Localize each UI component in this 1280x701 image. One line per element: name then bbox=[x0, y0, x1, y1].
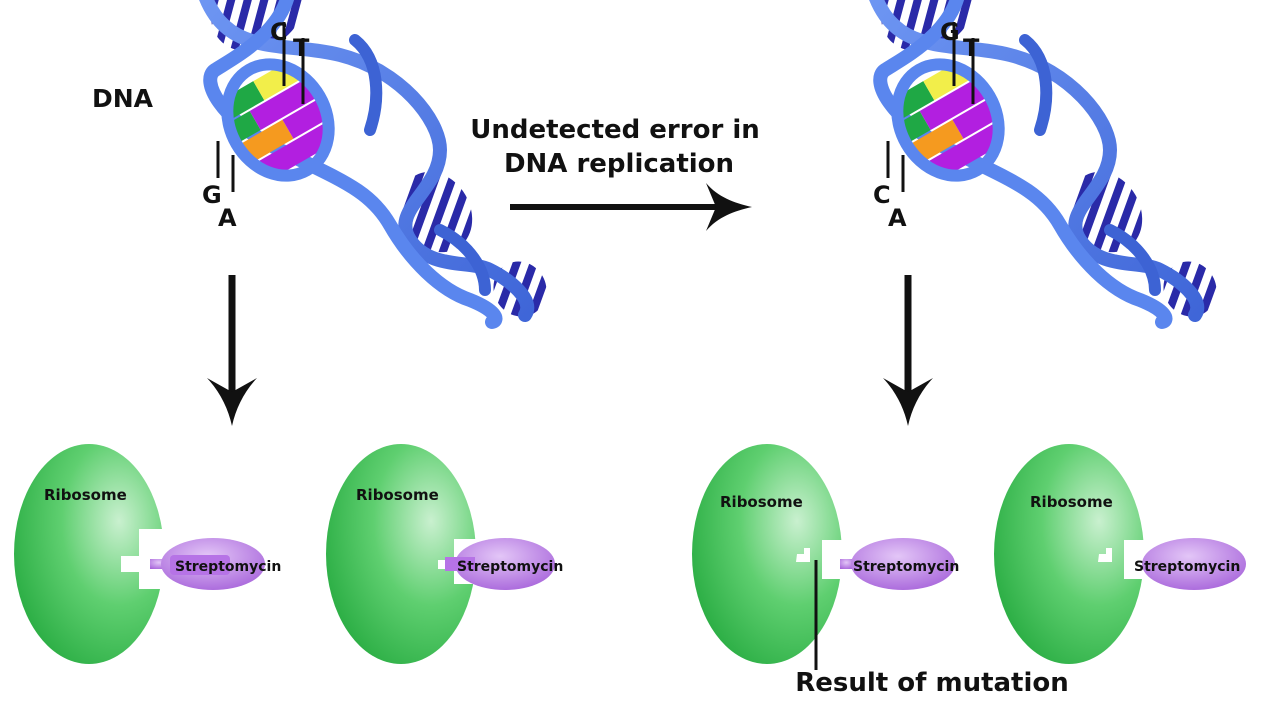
streptomycin-label: Streptomycin bbox=[457, 559, 563, 575]
ribosome-2: Ribosome bbox=[326, 444, 501, 664]
streptomycin-1: Streptomycin bbox=[150, 538, 281, 590]
replication-arrow bbox=[510, 183, 752, 231]
base-label-a: A bbox=[888, 204, 907, 232]
error-caption-line1: Undetected error in bbox=[470, 115, 760, 145]
base-label-a: A bbox=[218, 204, 237, 232]
ribosome-1: Ribosome bbox=[14, 444, 189, 664]
down-arrow-left bbox=[207, 275, 257, 426]
ribosome-label: Ribosome bbox=[44, 486, 127, 504]
streptomycin-label: Streptomycin bbox=[853, 559, 959, 575]
ribosome-label: Ribosome bbox=[1030, 493, 1113, 511]
down-arrow-right bbox=[883, 275, 933, 426]
dna-label: DNA bbox=[92, 84, 154, 113]
error-caption-line2: DNA replication bbox=[504, 149, 734, 179]
dna-helix-original: C T G A bbox=[191, 0, 556, 326]
ribosome-label: Ribosome bbox=[720, 493, 803, 511]
base-label-c: C bbox=[270, 18, 288, 46]
base-label-t: T bbox=[963, 34, 980, 62]
base-label-t: T bbox=[293, 34, 310, 62]
ribosome-label: Ribosome bbox=[356, 486, 439, 504]
ribosome-3: Ribosome bbox=[692, 444, 867, 664]
streptomycin-label: Streptomycin bbox=[175, 559, 281, 575]
mutation-caption: Result of mutation bbox=[795, 668, 1069, 698]
ribosome-4: Ribosome bbox=[994, 444, 1169, 664]
streptomycin-3: Streptomycin bbox=[840, 538, 959, 590]
base-label-c: C bbox=[873, 181, 891, 209]
streptomycin-label: Streptomycin bbox=[1134, 559, 1240, 575]
base-label-g: G bbox=[202, 181, 222, 209]
streptomycin-4: Streptomycin bbox=[1134, 538, 1246, 590]
base-label-g: G bbox=[940, 18, 960, 46]
dna-helix-mutated: G T C A bbox=[861, 0, 1226, 326]
streptomycin-2: Streptomycin bbox=[445, 538, 563, 590]
